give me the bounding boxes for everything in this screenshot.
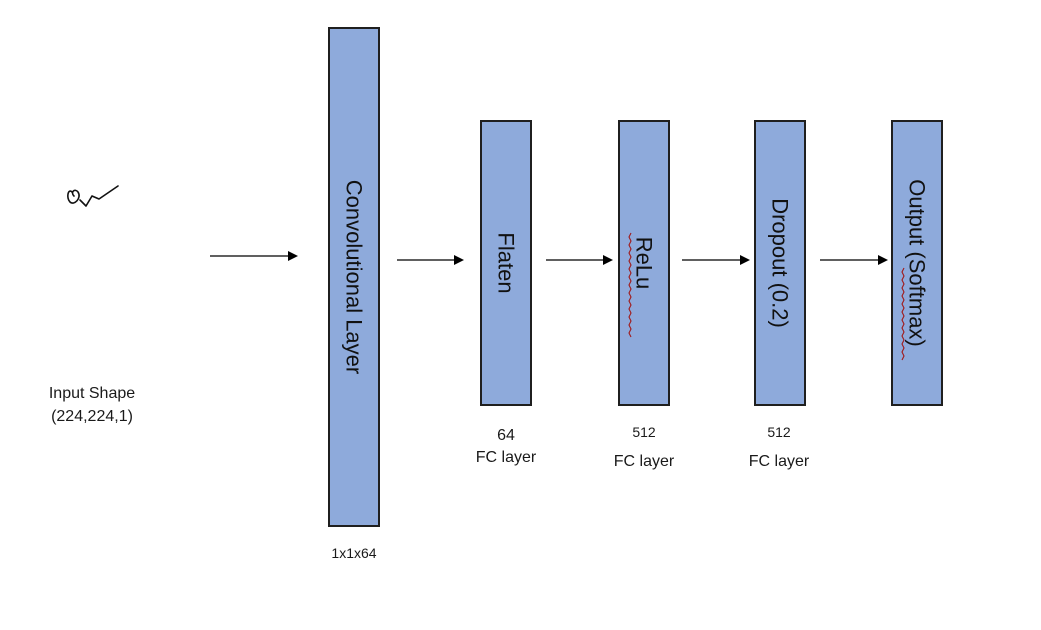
- conv-layer-title: Convolutional Layer: [342, 180, 367, 374]
- output-layer-title: Output (Softmax): [905, 179, 930, 347]
- flatten-layer-title: Flaten: [494, 232, 519, 293]
- relu-layer-type: FC layer: [614, 453, 675, 470]
- relu-layer-units: 512: [632, 424, 656, 440]
- spellcheck-underline-softmax: [901, 267, 905, 361]
- flatten-layer-block: Flaten: [480, 120, 532, 406]
- input-shape-label: Input Shape: [49, 385, 135, 402]
- arrow-dropout-to-output: [820, 255, 888, 265]
- dropout-layer-title: Dropout (0.2): [768, 198, 793, 328]
- spellcheck-underline: [628, 232, 632, 338]
- handwritten-scribble-icon: [67, 185, 119, 207]
- output-layer-block: Output (Softmax): [891, 120, 943, 406]
- conv-layer-block: Convolutional Layer: [328, 27, 380, 527]
- arrow-conv-to-flatten: [397, 255, 464, 265]
- flatten-layer-units: 64: [497, 427, 515, 444]
- dropout-layer-type: FC layer: [749, 453, 810, 470]
- relu-layer-block: ReLu: [618, 120, 670, 406]
- arrow-flatten-to-relu: [546, 255, 613, 265]
- flatten-layer-type: FC layer: [476, 449, 537, 466]
- dropout-layer-units: 512: [767, 424, 791, 440]
- dropout-layer-block: Dropout (0.2): [754, 120, 806, 406]
- input-shape-value: (224,224,1): [51, 408, 133, 425]
- relu-layer-title: ReLu: [632, 237, 657, 290]
- arrow-relu-to-dropout: [682, 255, 750, 265]
- arrow-input-to-conv: [210, 251, 298, 261]
- conv-layer-caption: 1x1x64: [331, 545, 376, 561]
